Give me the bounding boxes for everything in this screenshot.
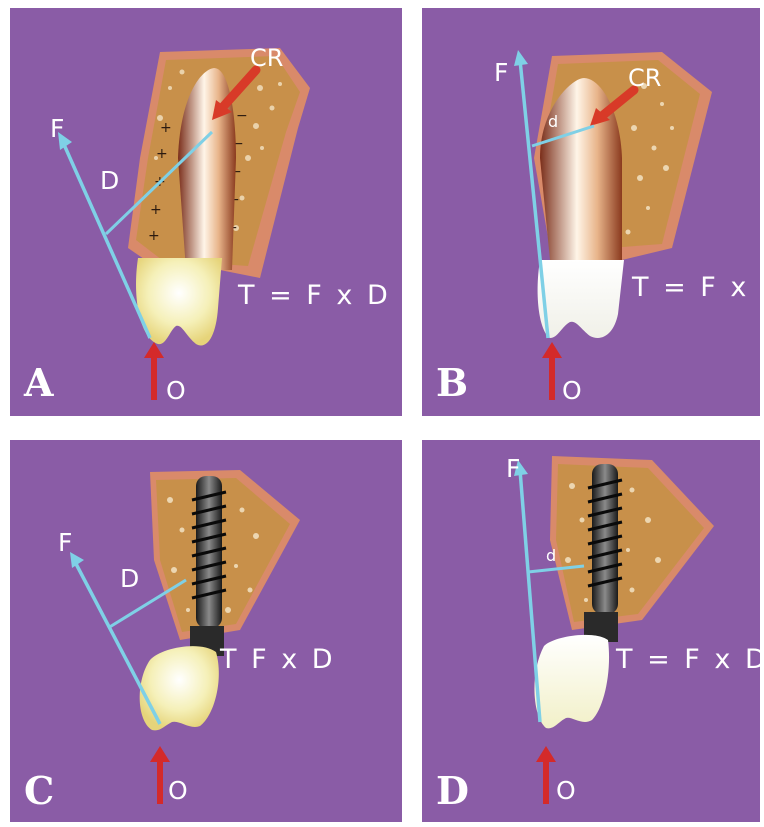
svg-text:+: + bbox=[160, 120, 172, 136]
panel-letter: B bbox=[436, 364, 468, 402]
force-label: F bbox=[506, 456, 520, 481]
panel-letter: D bbox=[436, 772, 469, 810]
distance-label: d bbox=[548, 112, 558, 131]
panel-b: B F d O CR T = F x D bbox=[422, 8, 760, 416]
center-of-resistance-label: CR bbox=[250, 44, 283, 72]
torque-equation: T F x D bbox=[220, 644, 336, 675]
panel-a-illustration: +++ ++ −−− −− bbox=[10, 8, 402, 416]
force-label: F bbox=[50, 116, 64, 141]
panel-c: C F D O T F x D bbox=[10, 440, 402, 822]
torque-equation: T = F x D bbox=[238, 280, 391, 311]
distance-label: D bbox=[120, 566, 139, 591]
distance-label: D bbox=[100, 168, 119, 193]
panel-c-illustration bbox=[10, 440, 402, 822]
origin-label: O bbox=[562, 378, 582, 403]
force-label: F bbox=[58, 530, 72, 555]
alveolar-bone bbox=[556, 464, 704, 622]
tooth-crown bbox=[538, 260, 624, 338]
panel-letter: A bbox=[24, 364, 53, 402]
origin-label: O bbox=[166, 378, 186, 403]
origin-label: O bbox=[168, 778, 188, 803]
force-vector bbox=[520, 470, 540, 722]
panel-d: D F d O T = F x D bbox=[422, 440, 760, 822]
force-vector bbox=[74, 560, 160, 724]
torque-equation: T = F x D bbox=[616, 644, 760, 675]
center-of-resistance-label: CR bbox=[628, 64, 661, 92]
distance-label: d bbox=[546, 546, 556, 565]
svg-text:−: − bbox=[236, 108, 248, 124]
implant-crown bbox=[140, 646, 219, 730]
svg-text:+: + bbox=[156, 146, 168, 162]
torque-equation: T = F x D bbox=[632, 272, 760, 303]
force-label: F bbox=[494, 60, 508, 85]
implant-crown bbox=[534, 635, 609, 728]
origin-label: O bbox=[556, 778, 576, 803]
panel-letter: C bbox=[24, 772, 54, 810]
panel-d-illustration bbox=[422, 440, 760, 822]
panel-b-illustration bbox=[422, 8, 760, 416]
svg-text:+: + bbox=[150, 202, 162, 218]
svg-text:+: + bbox=[148, 228, 160, 244]
panel-a: +++ ++ −−− −− A F D O CR T = F x D bbox=[10, 8, 402, 416]
